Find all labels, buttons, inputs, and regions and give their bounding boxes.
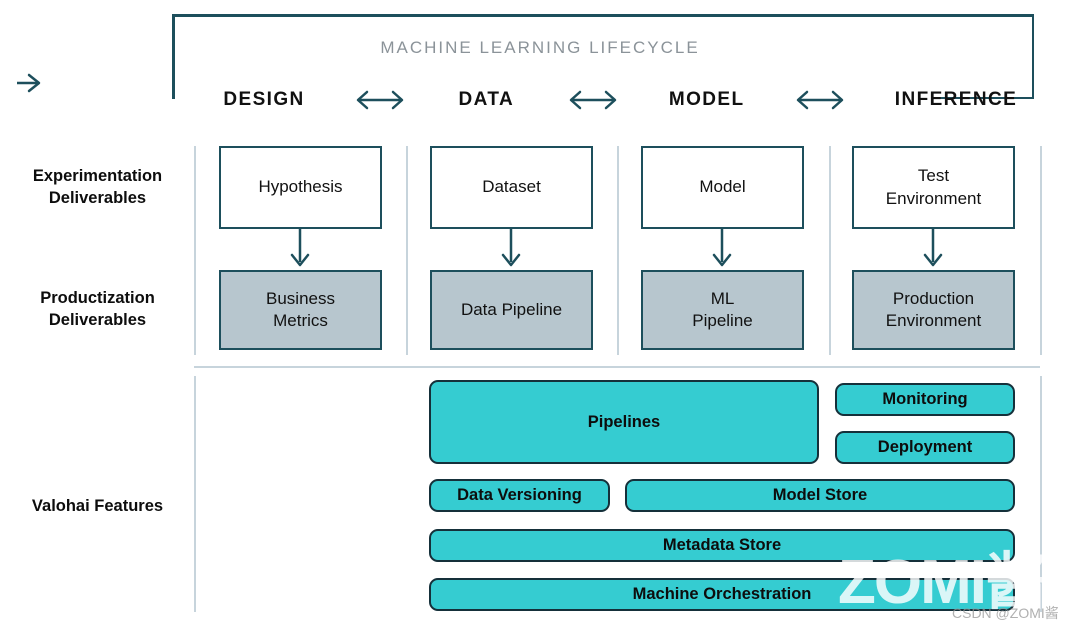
column-divider	[1040, 376, 1042, 612]
test-environment-line2: Environment	[885, 188, 982, 208]
row-label-experimentation-line2: Deliverables	[48, 189, 147, 208]
deliverable-box-hypothesis[interactable]: Hypothesis	[219, 146, 382, 229]
deliverable-box-business-metrics[interactable]: Business Metrics	[219, 270, 382, 350]
phase-row: DESIGN DATA MODEL INFERENCE	[200, 80, 1040, 120]
deliverable-box-model[interactable]: Model	[641, 146, 804, 229]
deliverable-box-data-pipeline[interactable]: Data Pipeline	[430, 270, 593, 350]
feature-model-store[interactable]: Model Store	[625, 479, 1015, 512]
arrow-right-icon	[16, 72, 42, 94]
row-label-experimentation-line1: Experimentation	[32, 167, 163, 185]
row-label-valohai-features: Valohai Features	[31, 497, 164, 515]
loop-left-segment	[172, 14, 175, 99]
feature-data-versioning[interactable]: Data Versioning	[429, 479, 610, 512]
feature-metadata-store[interactable]: Metadata Store	[429, 529, 1015, 562]
double-headed-arrow-icon	[328, 89, 431, 111]
deliverable-box-test-environment[interactable]: Test Environment	[852, 146, 1015, 229]
column-divider	[829, 146, 831, 355]
double-headed-arrow-icon	[769, 89, 872, 111]
column-divider	[194, 376, 196, 612]
ml-pipeline-line2: Pipeline	[692, 311, 753, 330]
row-label-experimentation: Experimentation Deliverables	[10, 165, 185, 210]
phase-label-model[interactable]: MODEL	[668, 89, 745, 110]
column-divider	[194, 146, 196, 355]
deliverable-box-ml-pipeline[interactable]: ML Pipeline	[641, 270, 804, 350]
phase-label-inference[interactable]: INFERENCE	[894, 89, 1018, 110]
row-label-productization-line1: Productization	[40, 289, 155, 307]
column-divider	[617, 146, 619, 355]
loop-top-segment	[172, 14, 1034, 17]
business-metrics-line1: Business	[266, 288, 335, 308]
feature-deployment[interactable]: Deployment	[835, 431, 1015, 464]
lifecycle-loop-path	[172, 14, 1034, 99]
loop-bottom-right-segment	[932, 96, 1032, 99]
row-label-productization-line2: Deliverables	[48, 311, 147, 330]
arrow-down-icon	[500, 229, 522, 271]
feature-machine-orchestration[interactable]: Machine Orchestration	[429, 578, 1015, 611]
deliverable-box-dataset[interactable]: Dataset	[430, 146, 593, 229]
deliverable-box-production-environment[interactable]: Production Environment	[852, 270, 1015, 350]
arrow-down-icon	[922, 229, 944, 271]
section-divider	[194, 366, 1040, 368]
business-metrics-line2: Metrics	[273, 311, 328, 330]
double-headed-arrow-icon	[541, 89, 644, 111]
ml-pipeline-line1: ML	[710, 288, 735, 308]
test-environment-line1: Test	[917, 166, 950, 186]
arrow-down-icon	[711, 229, 733, 271]
arrow-down-icon	[289, 229, 311, 271]
row-label-productization: Productization Deliverables	[10, 287, 185, 332]
column-divider	[406, 146, 408, 355]
production-environment-line1: Production	[892, 288, 975, 308]
phase-label-design[interactable]: DESIGN	[223, 89, 305, 110]
feature-pipelines[interactable]: Pipelines	[429, 380, 819, 464]
production-environment-line2: Environment	[885, 311, 982, 330]
column-divider	[1040, 146, 1042, 355]
loop-right-segment	[1031, 14, 1034, 99]
lifecycle-title: MACHINE LEARNING LIFECYCLE	[380, 38, 700, 57]
feature-monitoring[interactable]: Monitoring	[835, 383, 1015, 416]
phase-label-data[interactable]: DATA	[458, 89, 515, 110]
